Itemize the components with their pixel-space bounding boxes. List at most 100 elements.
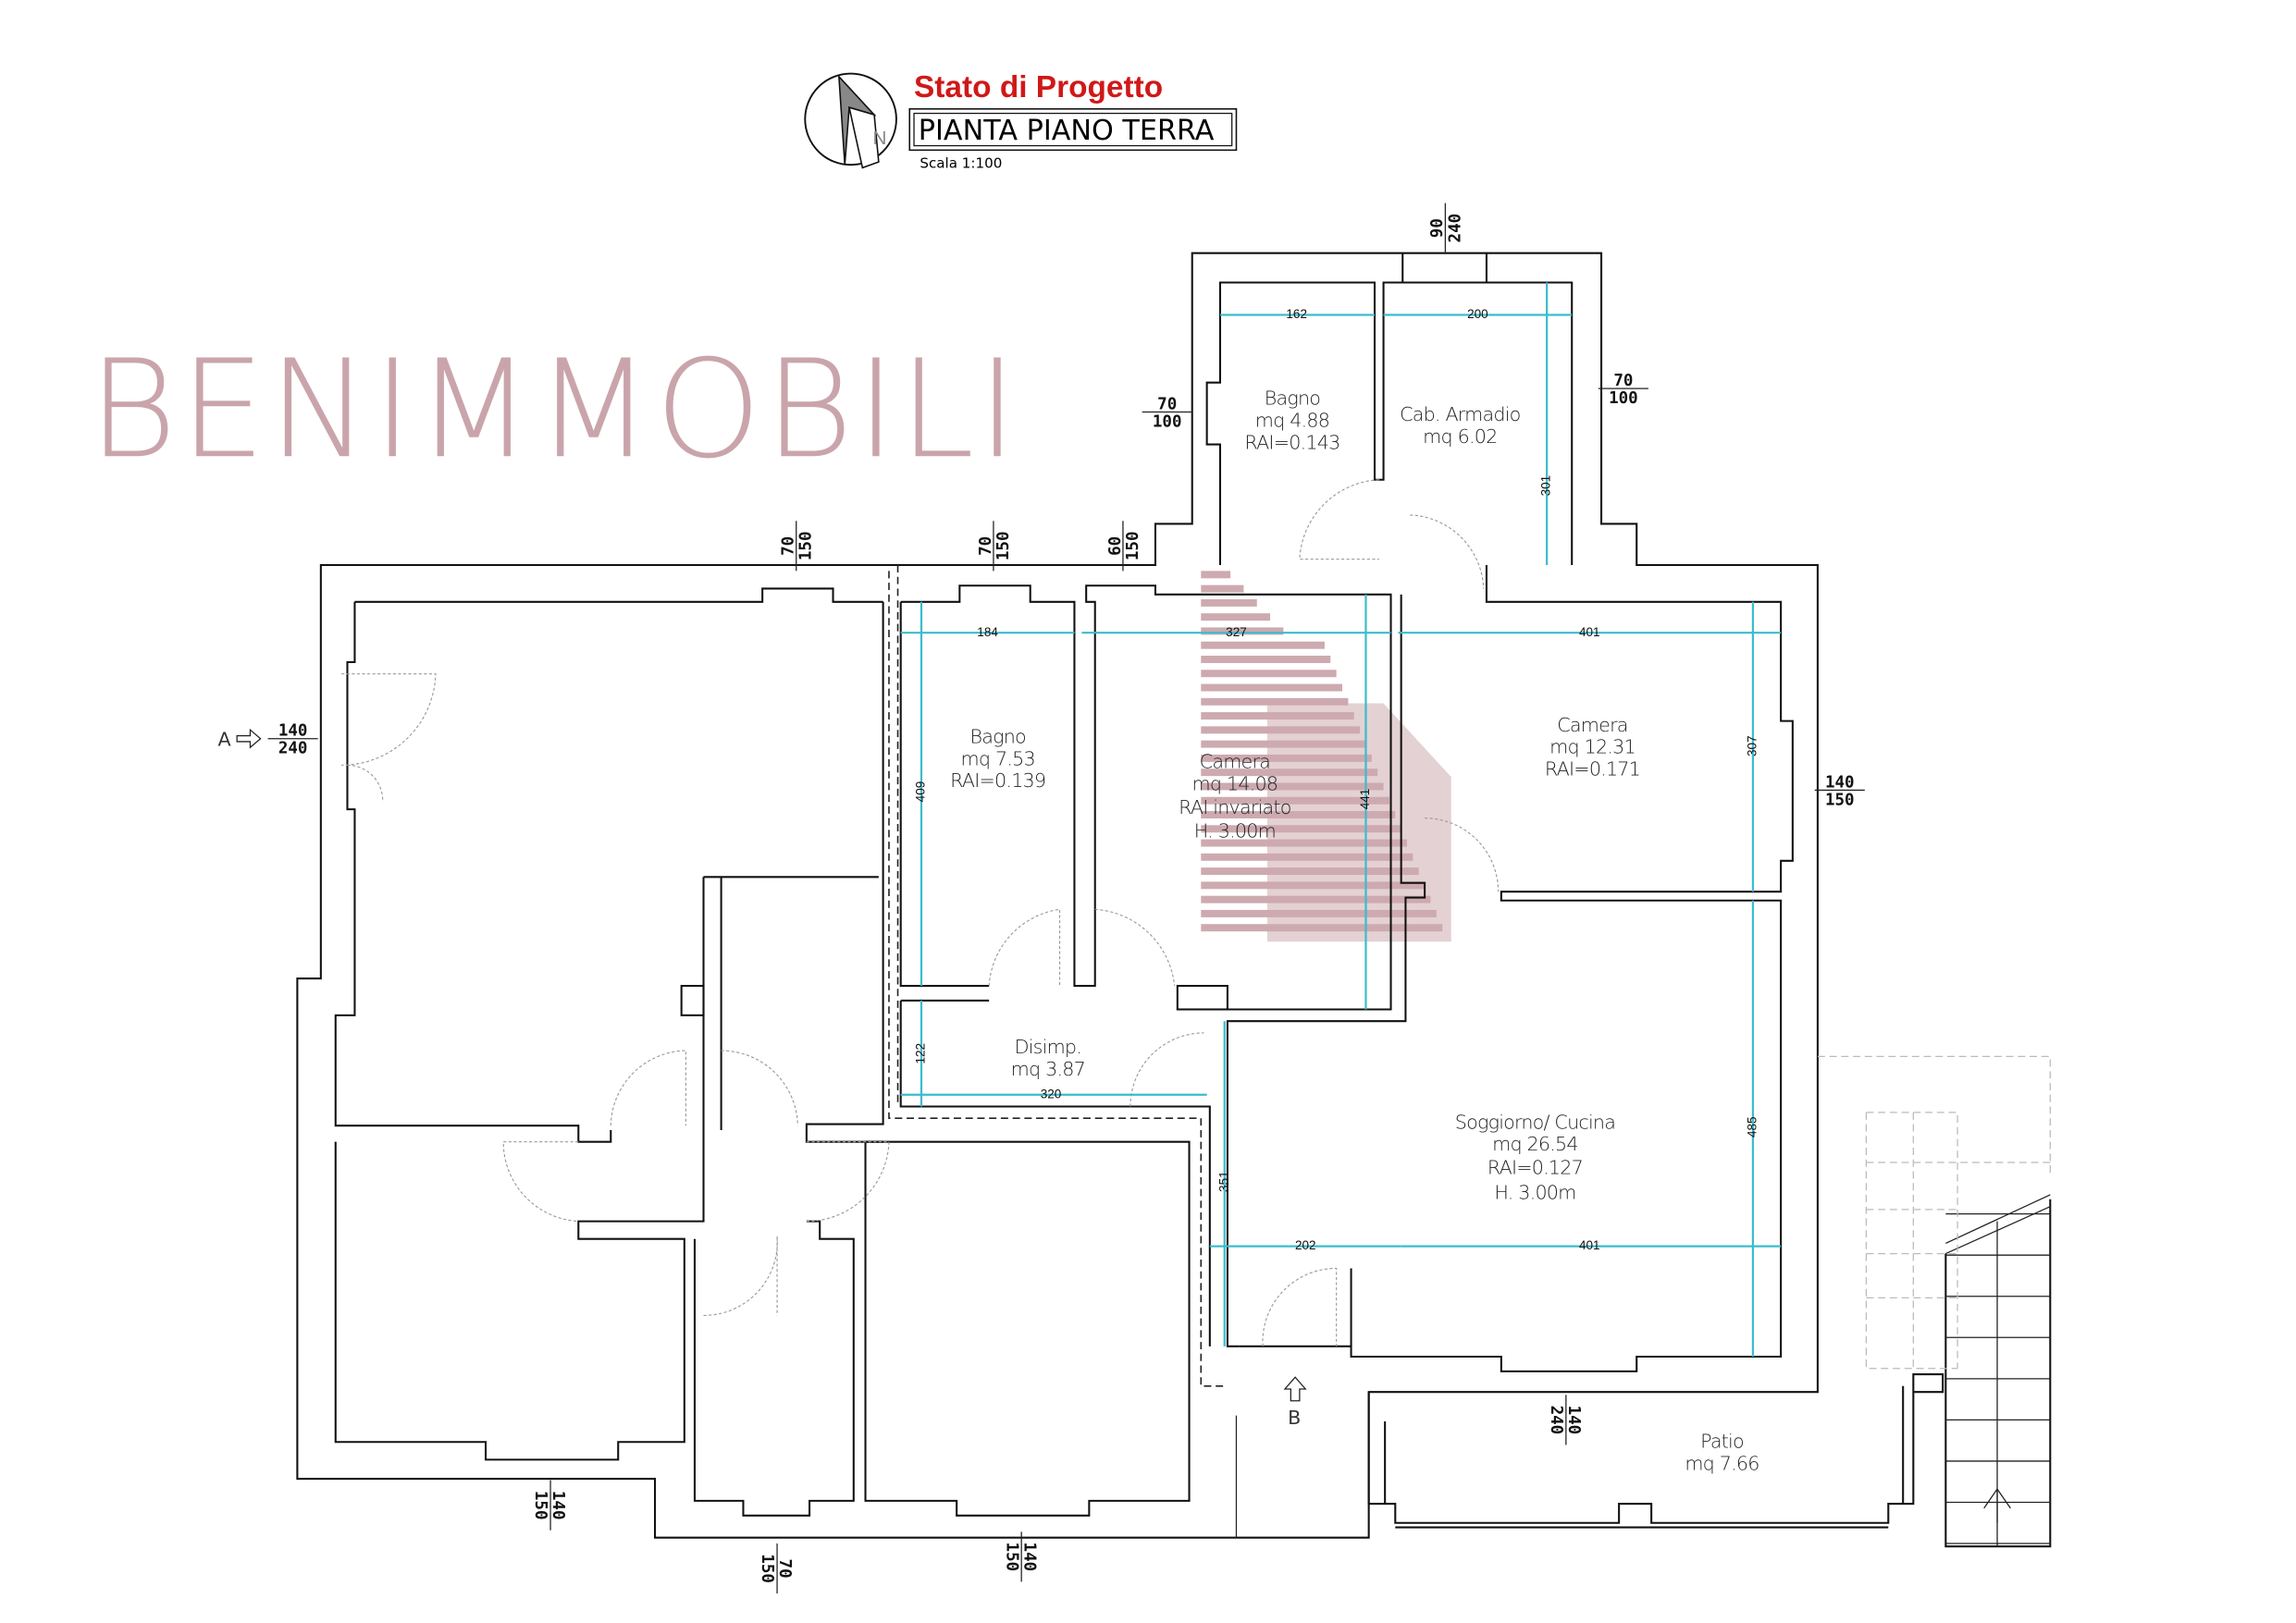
north-arrow-icon: N [804, 72, 897, 169]
opening-width: 140 [278, 722, 308, 741]
svg-text:Disimp.: Disimp. [1015, 1036, 1081, 1058]
svg-text:RAI invariato: RAI invariato [1179, 796, 1290, 818]
dim-label: 301 [1539, 475, 1553, 497]
svg-text:mq 26.54: mq 26.54 [1492, 1133, 1578, 1155]
watermark-hatch-line [1201, 683, 1343, 692]
opening-height: 150 [758, 1554, 776, 1583]
door-swings [341, 479, 1500, 1346]
dim-label: 409 [914, 781, 928, 803]
svg-text:mq 6.02: mq 6.02 [1423, 425, 1497, 448]
north-label: N [872, 128, 886, 149]
opening-height: 240 [278, 740, 308, 758]
svg-text:mq 7.66: mq 7.66 [1685, 1452, 1759, 1474]
dim-label: 485 [1745, 1116, 1759, 1137]
opening-height: 150 [1825, 791, 1855, 809]
svg-text:RAI=0.127: RAI=0.127 [1487, 1157, 1583, 1179]
svg-text:RAI=0.143: RAI=0.143 [1244, 431, 1339, 453]
opening-height: 150 [1124, 532, 1142, 561]
watermark-hatch-line [1201, 627, 1284, 635]
room-disimpegno: Disimp.mq 3.87 [1011, 1036, 1086, 1080]
opening-height: 150 [797, 532, 816, 561]
opening-width: 90 [1428, 218, 1447, 238]
svg-text:B: B [1288, 1407, 1301, 1429]
watermark-hatch-line [1201, 584, 1244, 593]
opening-height: 150 [994, 532, 1013, 561]
section-marker-b: B [1283, 1376, 1307, 1429]
opening-height: 100 [1609, 389, 1638, 408]
dim-label: 162 [1286, 307, 1307, 321]
watermark-hatch-line [1201, 726, 1361, 734]
svg-text:Camera: Camera [1557, 714, 1627, 736]
dimension-lines: 162 200 301 184 327 401 409 441 307 122 … [900, 282, 1782, 1357]
opening-width: 70 [775, 1559, 794, 1579]
watermark-hatch-line [1201, 571, 1231, 579]
svg-text:mq 7.53: mq 7.53 [961, 747, 1035, 769]
svg-text:RAI=0.171: RAI=0.171 [1545, 758, 1640, 781]
svg-text:mq 12.31: mq 12.31 [1549, 736, 1636, 758]
watermark-hatch-line [1201, 598, 1257, 607]
svg-text:Bagno: Bagno [970, 726, 1026, 748]
svg-text:Camera: Camera [1200, 751, 1270, 773]
watermark-hatch-line [1201, 924, 1443, 932]
watermark-hatch-line [1201, 782, 1384, 791]
dim-label: 327 [1226, 625, 1247, 639]
watermark-text: BENIMMOBILI [88, 330, 1019, 488]
svg-text:H. 3.00m: H. 3.00m [1194, 819, 1276, 842]
watermark-hatch-line [1201, 811, 1396, 818]
dim-label: 184 [977, 625, 998, 639]
walls [296, 252, 2052, 1548]
svg-text:Bagno: Bagno [1265, 387, 1320, 410]
section-marker-a: A [217, 729, 262, 751]
svg-text:Patio: Patio [1700, 1431, 1744, 1453]
dim-label: 307 [1745, 735, 1759, 756]
watermark-hatch-line [1201, 796, 1389, 805]
dim-label: 351 [1216, 1171, 1230, 1192]
svg-text:H. 3.00m: H. 3.00m [1494, 1182, 1575, 1204]
watermark-hatch-line [1201, 853, 1413, 861]
dim-label: 401 [1579, 1238, 1600, 1252]
watermark-hatch-line [1201, 613, 1271, 621]
watermark-hatch-line [1201, 881, 1426, 890]
opening-height: 150 [1002, 1543, 1020, 1572]
dim-label: 401 [1579, 625, 1600, 639]
scale-label: Scala 1:100 [920, 154, 1002, 171]
opening-width: 70 [1613, 372, 1633, 390]
watermark-hatch-line [1201, 740, 1366, 748]
watermark-hatch-line [1201, 867, 1419, 876]
dim-label: 122 [914, 1043, 928, 1064]
svg-text:mq 14.08: mq 14.08 [1192, 772, 1278, 794]
watermark-hatch-line [1201, 768, 1378, 777]
drawing-title: PIANTA PIANO TERRA [919, 115, 1215, 147]
opening-width: 70 [1157, 395, 1177, 413]
opening-width: 140 [1019, 1543, 1038, 1572]
watermark-shape [1266, 703, 1451, 942]
svg-text:mq 3.87: mq 3.87 [1011, 1058, 1085, 1080]
svg-text:RAI=0.139: RAI=0.139 [950, 769, 1045, 792]
dim-label: 200 [1467, 307, 1488, 321]
svg-text:A: A [217, 729, 230, 751]
opening-width: 140 [1564, 1406, 1583, 1435]
svg-text:Cab. Armadio: Cab. Armadio [1400, 403, 1520, 425]
opening-width: 140 [549, 1491, 567, 1520]
watermark-hatch-line [1201, 895, 1431, 904]
opening-width: 60 [1106, 536, 1125, 556]
